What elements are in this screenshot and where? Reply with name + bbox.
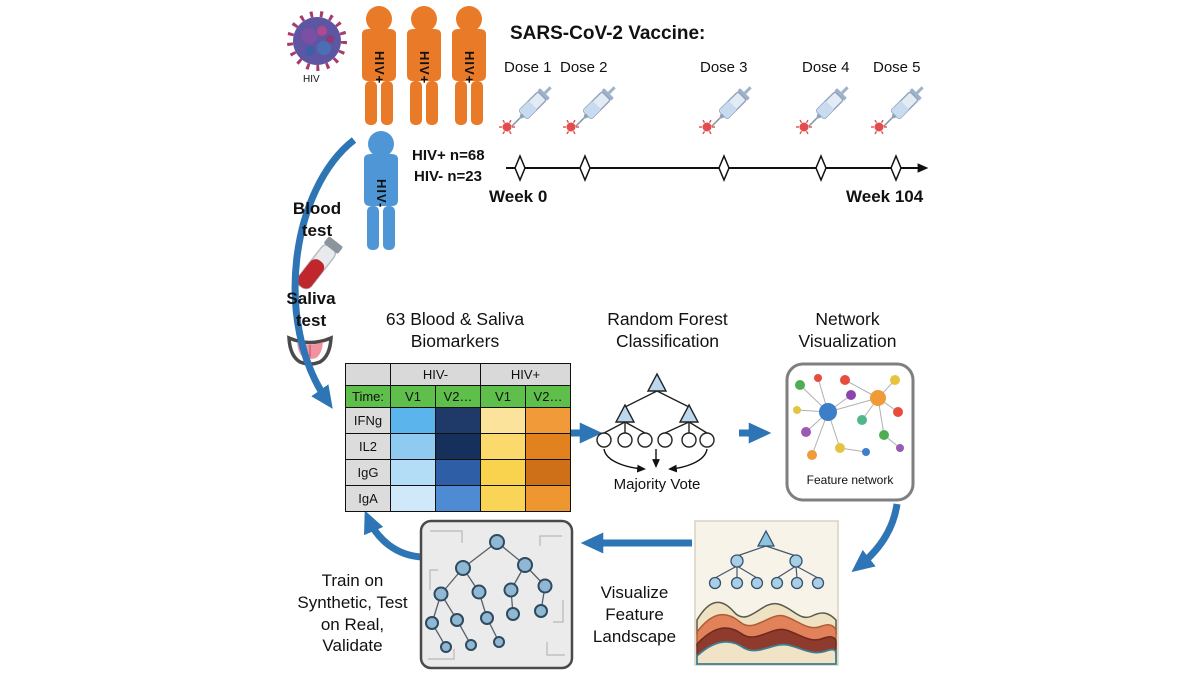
- biomarker-row: IgG: [345, 459, 571, 486]
- biomarker-row-label: IFNg: [345, 407, 391, 434]
- synthetic-tree-panel: [419, 519, 574, 670]
- person-label-hiv-positive-3: HIV+: [462, 51, 477, 85]
- person-label-hiv-positive-1: HIV+: [372, 51, 387, 85]
- arrow-people-to-biomarkers: [291, 137, 357, 409]
- heatmap-cell: [390, 433, 436, 460]
- heatmap-cell: [525, 433, 571, 460]
- person-label-hiv-positive-2: HIV+: [417, 51, 432, 85]
- heatmap-cell: [480, 459, 526, 486]
- table-corner-cell: [345, 363, 391, 386]
- syringe-dose-3-icon: [699, 82, 756, 133]
- virus-label: HIV: [303, 74, 320, 85]
- heatmap-cell: [390, 485, 436, 512]
- dose-1-label: Dose 1: [504, 59, 552, 76]
- group-header-hiv-positive: HIV+: [480, 363, 571, 386]
- visit-col-3: V1: [480, 385, 526, 408]
- feature-network-caption: Feature network: [806, 473, 894, 487]
- cohort-hiv-negative-count: HIV- n=23: [414, 168, 482, 185]
- heatmap-cell: [480, 485, 526, 512]
- heatmap-cell: [525, 485, 571, 512]
- week-start-label: Week 0: [489, 187, 548, 206]
- cohort-hiv-positive-count: HIV+ n=68: [412, 147, 485, 164]
- arrow-synthetic-to-biomarkers: [364, 510, 424, 561]
- biomarker-row-label: IgG: [345, 459, 391, 486]
- biomarker-row: IFNg: [345, 407, 571, 434]
- timeline: [506, 154, 929, 182]
- heatmap-cell: [480, 433, 526, 460]
- heatmap-cell: [435, 407, 481, 434]
- heatmap-cell: [435, 459, 481, 486]
- dose-4-label: Dose 4: [802, 59, 850, 76]
- heatmap-cell: [435, 433, 481, 460]
- dose-5-label: Dose 5: [873, 59, 921, 76]
- network-title: Network Visualization: [798, 309, 897, 352]
- visit-col-4: V2…: [525, 385, 571, 408]
- arrow-network-to-landscape: [851, 503, 901, 573]
- biomarker-time-header-row: Time: V1 V2… V1 V2…: [345, 385, 571, 408]
- feature-landscape-panel: [694, 520, 839, 666]
- time-label-cell: Time:: [345, 385, 391, 408]
- hiv-virus-icon: [287, 11, 347, 71]
- majority-vote-label: Majority Vote: [613, 476, 701, 493]
- syringe-dose-4-icon: [796, 82, 853, 133]
- person-label-hiv-negative: HIV-: [374, 179, 389, 209]
- heatmap-cell: [435, 485, 481, 512]
- visit-col-1: V1: [390, 385, 436, 408]
- biomarker-row-label: IgA: [345, 485, 391, 512]
- heatmap-cell: [525, 407, 571, 434]
- biomarker-row: IgA: [345, 485, 571, 512]
- vaccine-title: SARS-CoV-2 Vaccine:: [510, 23, 706, 44]
- network-visualization-panel: [785, 362, 915, 502]
- visit-col-2: V2…: [435, 385, 481, 408]
- blood-test-label: Blood test: [292, 199, 342, 240]
- biomarker-row-label: IL2: [345, 433, 391, 460]
- train-synthetic-label: Train on Synthetic, Test on Real, Valida…: [297, 571, 408, 656]
- syringe-dose-5-icon: [871, 82, 928, 133]
- syringe-dose-2-icon: [563, 82, 620, 133]
- random-forest-diagram: [596, 372, 715, 473]
- blood-test-icon: [296, 236, 343, 290]
- heatmap-cell: [390, 407, 436, 434]
- week-end-label: Week 104: [846, 187, 924, 206]
- syringe-dose-1-icon: [499, 82, 556, 133]
- heatmap-cell: [525, 459, 571, 486]
- heatmap-cell: [480, 407, 526, 434]
- visualize-landscape-label: Visualize Feature Landscape: [592, 583, 677, 646]
- random-forest-title: Random Forest Classification: [607, 309, 728, 352]
- biomarker-row: IL2: [345, 433, 571, 460]
- heatmap-cell: [390, 459, 436, 486]
- biomarker-group-header-row: HIV- HIV+: [345, 363, 571, 386]
- dose-3-label: Dose 3: [700, 59, 748, 76]
- biomarkers-title: 63 Blood & Saliva Biomarkers: [385, 309, 525, 352]
- saliva-test-label: Saliva test: [286, 289, 336, 330]
- group-header-hiv-negative: HIV-: [390, 363, 481, 386]
- dose-2-label: Dose 2: [560, 59, 608, 76]
